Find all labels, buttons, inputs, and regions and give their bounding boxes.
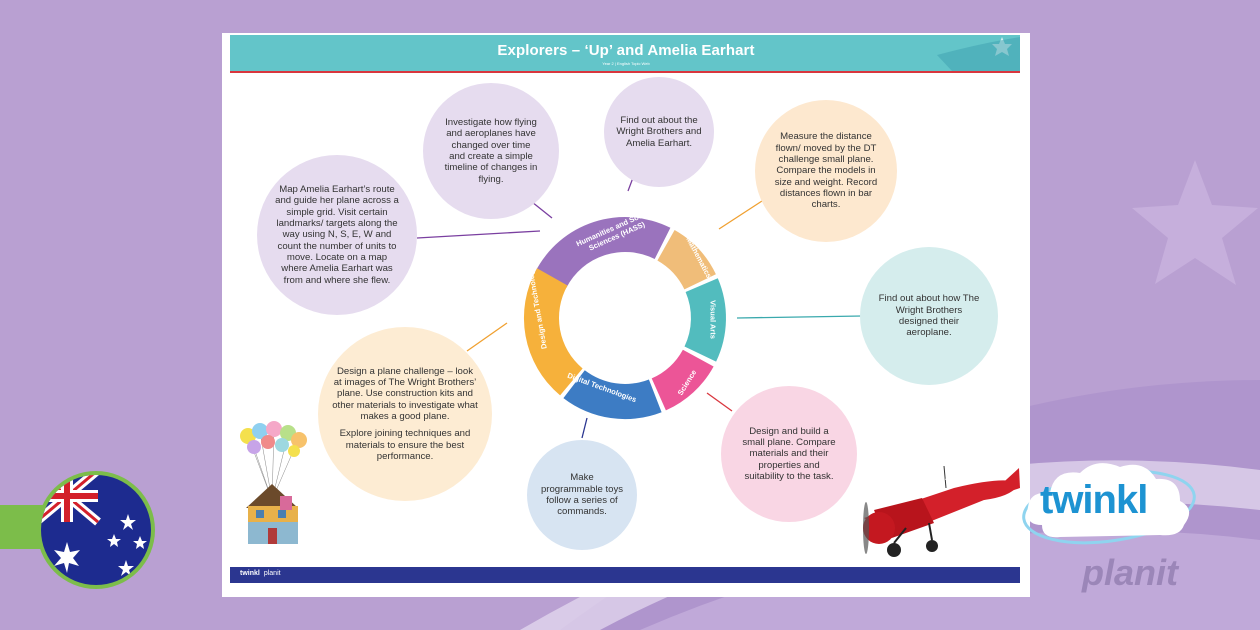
page-subtitle: Year 2 | English Topic Web	[602, 61, 650, 66]
planit-logo-text: planit	[1082, 552, 1178, 593]
segment-science	[651, 349, 714, 411]
topic-wheel	[416, 37, 1020, 439]
plane-illustration	[863, 465, 1020, 557]
bubble-measure-distance: Measure the distance flown/ moved by the…	[755, 100, 897, 242]
bubble-wright-amelia: Find out about the Wright Brothers and A…	[604, 77, 714, 187]
connector-measure	[718, 200, 763, 230]
up-house-illustration	[240, 421, 307, 544]
twinkl-logo-text: twinkl	[1040, 478, 1148, 522]
bubble-flying-timeline: Investigate how flying and aeroplanes ha…	[423, 83, 559, 219]
header-bar	[230, 35, 1020, 71]
bubble-build-plane: Design and build a small plane. Compare …	[721, 386, 857, 522]
bubble-flying-timeline-text: Investigate how flying and aeroplanes ha…	[444, 117, 538, 185]
connector-challenge	[466, 322, 508, 352]
bubble-wright-amelia-text: Find out about the Wright Brothers and A…	[616, 115, 702, 149]
topic-web-sheet: Explorers – ‘Up’ and Amelia Earhart Year…	[222, 33, 1030, 597]
page-title: Explorers – ‘Up’ and Amelia Earhart	[497, 42, 755, 59]
footer-brand-planit: planit	[263, 570, 281, 577]
bubble-wright-aeroplane-text: Find out about how The Wright Brothers d…	[878, 293, 980, 339]
connector-toys	[581, 417, 588, 439]
footer-brand-twinkl: twinkl	[240, 570, 260, 577]
connector-map	[416, 230, 541, 239]
twinkl-cloud-logo	[1022, 463, 1196, 545]
australia-flag-icon	[37, 471, 155, 589]
bubble-plane-challenge-text: Design a plane challenge – look at image…	[332, 365, 478, 422]
segment-label-visual-arts: Visual Arts	[708, 300, 718, 339]
bubble-programmable-toys: Make programmable toys follow a series o…	[527, 440, 637, 550]
segment-visual-arts	[684, 278, 726, 362]
bubble-programmable-toys-text: Make programmable toys follow a series o…	[540, 472, 624, 518]
bubble-plane-challenge: Design a plane challenge – look at image…	[318, 327, 492, 501]
connector-build	[706, 392, 733, 412]
bubble-build-plane-text: Design and build a small plane. Compare …	[742, 425, 836, 482]
segment-digital-technologies	[563, 370, 662, 420]
connector-aeroplane	[736, 315, 863, 319]
header-swoosh	[937, 37, 1020, 71]
bubble-wright-aeroplane: Find out about how The Wright Brothers d…	[860, 247, 998, 385]
bubble-joining-techniques-text: Explore joining techniques and materials…	[339, 428, 471, 462]
segment-mathematics	[657, 230, 716, 290]
footer-bar	[230, 567, 1020, 583]
segment-hass	[535, 217, 671, 288]
segment-design-technology	[523, 268, 583, 396]
bubble-map-route-text: Map Amelia Earhart’s route and guide her…	[275, 184, 399, 286]
bubble-map-route: Map Amelia Earhart’s route and guide her…	[257, 155, 417, 315]
header-rule	[230, 71, 1020, 73]
bubble-measure-distance-text: Measure the distance flown/ moved by the…	[774, 131, 878, 211]
bubble-plane-challenge-content: Design a plane challenge – look at image…	[330, 366, 480, 463]
